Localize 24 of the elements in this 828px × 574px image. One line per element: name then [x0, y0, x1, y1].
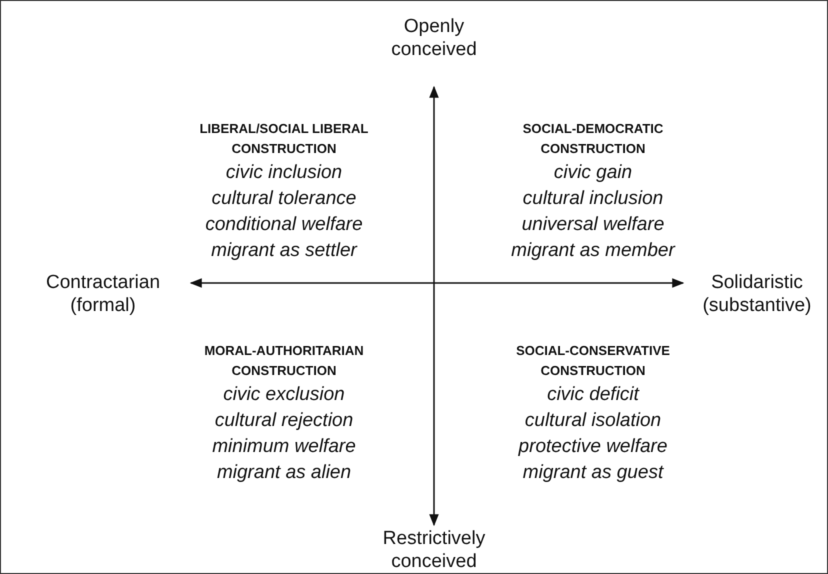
- quadrant-item: civic inclusion: [224, 161, 344, 185]
- quadrant-heading: LIBERAL/SOCIAL LIBERAL CONSTRUCTION: [198, 120, 370, 158]
- quadrant-item: civic exclusion: [222, 383, 346, 407]
- quadrant-item: minimum welfare: [211, 435, 357, 459]
- quadrant-item: conditional welfare: [204, 213, 364, 237]
- quadrant-heading: SOCIAL-CONSERVATIVE CONSTRUCTION: [515, 342, 671, 380]
- quadrant-item: cultural tolerance: [210, 187, 358, 211]
- quadrant-heading: MORAL-AUTHORITARIAN CONSTRUCTION: [203, 342, 365, 380]
- quadrant-item: cultural inclusion: [522, 187, 664, 211]
- quadrant-heading: SOCIAL-DEMOCRATIC CONSTRUCTION: [522, 120, 664, 158]
- quadrant-item: civic deficit: [546, 383, 640, 407]
- quadrant-item: migrant as settler: [210, 239, 358, 263]
- quadrant-item: cultural rejection: [214, 409, 354, 433]
- axis-label: Restrictively conceived: [382, 527, 486, 573]
- quadrant-item: civic gain: [552, 161, 634, 185]
- quadrant-item: universal welfare: [520, 213, 666, 237]
- axis-label: Openly conceived: [390, 15, 478, 61]
- quadrant-item: migrant as member: [510, 239, 676, 263]
- axis-label: Solidaristic (substantive): [702, 271, 812, 317]
- quadrant-item: migrant as guest: [522, 461, 665, 485]
- quadrant-item: migrant as alien: [216, 461, 352, 485]
- axis-label: Contractarian (formal): [44, 271, 162, 317]
- quadrant-item: cultural isolation: [524, 409, 662, 433]
- quadrant-item: protective welfare: [517, 435, 668, 459]
